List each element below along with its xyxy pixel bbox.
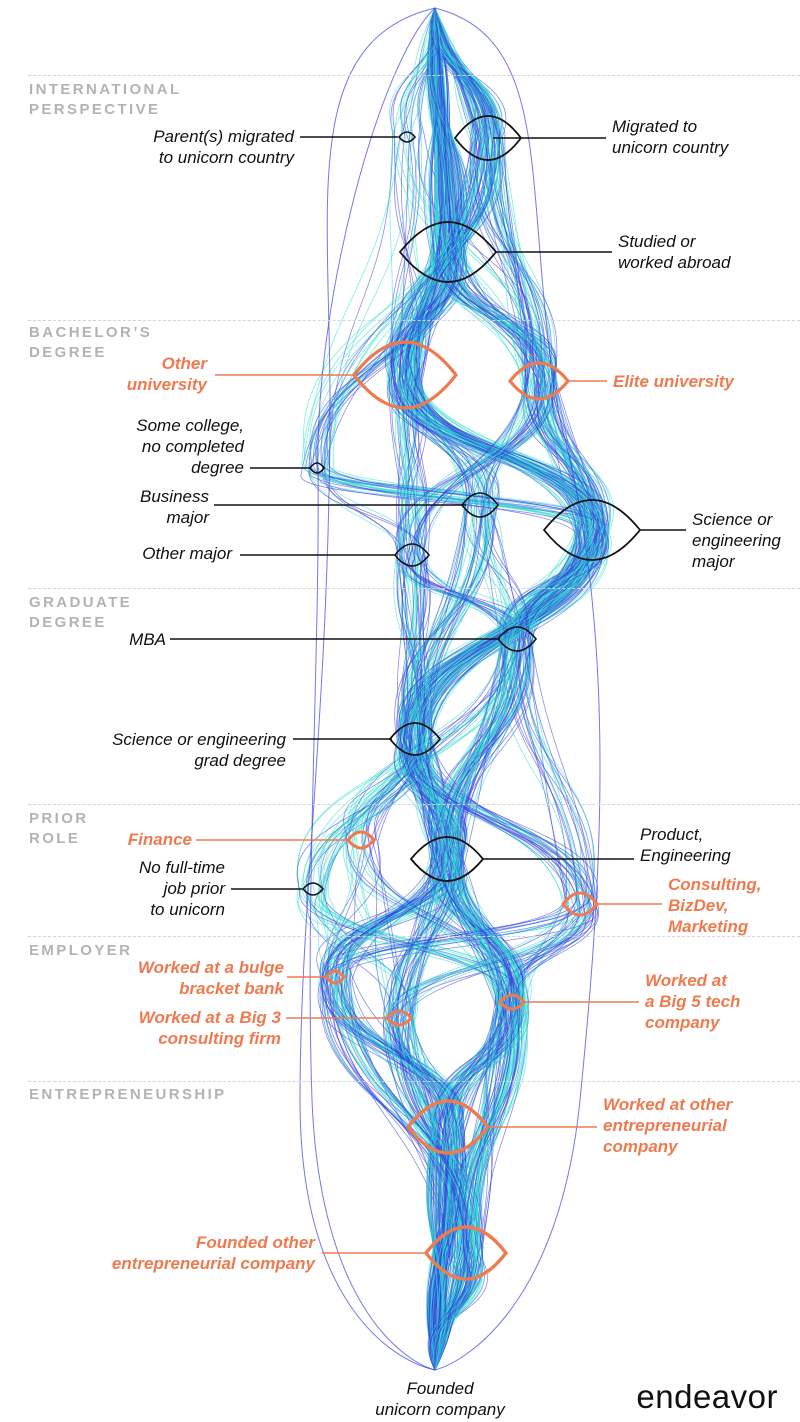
label-elite-university: Elite university [613, 372, 734, 391]
divider-entrepreneurship [28, 1081, 800, 1082]
path-strand [418, 7, 589, 1371]
path-strands [296, 7, 615, 1371]
label-big3-consulting: Worked at a Big 3 consulting firm [138, 1008, 281, 1048]
outer-strand [309, 7, 436, 1371]
node-founded-other [423, 1225, 509, 1281]
outer-strand [299, 7, 436, 1371]
node-finance [346, 830, 376, 850]
node-bulge-bracket [324, 969, 346, 985]
path-strand [388, 7, 586, 1371]
path-strand [344, 7, 513, 1371]
node-some-college [309, 462, 325, 474]
path-strand [302, 7, 588, 1371]
node-studied-abroad [398, 221, 498, 283]
node-big3-consulting [385, 1009, 413, 1027]
path-strand [301, 7, 594, 1371]
divider-bachelors [28, 320, 800, 321]
path-strand [315, 7, 581, 1371]
label-science-grad: Science or engineering grad degree [112, 730, 286, 770]
leader-lines [170, 136, 686, 1254]
label-parents-migrated: Parent(s) migrated to unicorn country [153, 127, 294, 167]
node-migrated [453, 115, 523, 161]
label-consulting-bizdev: Consulting, BizDev, Marketing [668, 875, 762, 936]
path-strand [348, 7, 608, 1371]
section-international-perspective: INTERNATIONAL PERSPECTIVE [29, 81, 182, 118]
outer-strand [434, 7, 601, 1371]
path-strand [399, 7, 544, 1371]
node-elite-university [507, 361, 571, 401]
path-strand [319, 7, 612, 1371]
label-science-major: Science or engineering major [692, 510, 781, 571]
path-strand [321, 7, 592, 1371]
label-big5-tech: Worked at a Big 5 tech company [645, 971, 741, 1032]
node-ellipses [301, 115, 642, 1281]
label-migrated: Migrated to unicorn country [612, 117, 729, 157]
path-strand [388, 7, 590, 1371]
divider-graduate [28, 588, 800, 589]
divider-employer [28, 936, 800, 937]
node-other-major [393, 543, 431, 567]
node-science-major [542, 499, 642, 561]
path-strand [425, 7, 526, 1371]
label-some-college: Some college, no completed degree [136, 416, 244, 477]
node-big5-tech [498, 993, 526, 1011]
node-consulting-bizdev [561, 891, 599, 917]
label-product-engineering: Product, Engineering [640, 825, 731, 865]
label-bulge-bracket: Worked at a bulge bracket bank [137, 958, 284, 998]
node-business-major [460, 492, 500, 518]
path-strand [400, 7, 529, 1371]
endeavor-logo: endeavor [636, 1378, 778, 1415]
path-strand [397, 7, 545, 1371]
label-mba: MBA [129, 630, 166, 649]
section-bachelors-degree: BACHELOR’S DEGREE [29, 324, 153, 361]
path-strand [425, 7, 553, 1371]
section-graduate-degree: GRADUATE DEGREE [29, 594, 133, 631]
label-business-major: Business major [140, 487, 209, 527]
section-entrepreneurship: ENTREPRENEURSHIP [29, 1086, 227, 1103]
section-employer: EMPLOYER [29, 942, 133, 959]
path-strand [389, 7, 608, 1371]
label-other-university: Other university [126, 354, 207, 394]
divider-international [28, 75, 800, 76]
path-strand [396, 7, 549, 1371]
label-founded-other: Founded other entrepreneurial company [111, 1233, 315, 1273]
path-strand [346, 7, 487, 1371]
path-strand [408, 7, 583, 1371]
node-mba [496, 626, 538, 652]
divider-prior-role [28, 804, 800, 805]
node-other-entrepreneurial [405, 1099, 491, 1155]
path-strand [429, 7, 609, 1371]
label-no-job: No full-time job prior to unicorn [139, 858, 225, 919]
label-finance: Finance [127, 830, 192, 849]
path-strand [309, 7, 602, 1371]
node-parents-migrated [397, 131, 417, 143]
path-strand [410, 7, 587, 1371]
node-product-engineering [409, 836, 485, 882]
node-other-university [351, 340, 459, 410]
path-strand [351, 7, 599, 1371]
path-strand [296, 7, 546, 1371]
path-strand [405, 7, 604, 1371]
label-other-entrepreneurial: Worked at other entrepreneurial company [603, 1095, 733, 1156]
path-strand [361, 7, 512, 1371]
label-founded-unicorn: Founded unicorn company [375, 1379, 505, 1419]
section-prior-role: PRIOR ROLE [29, 810, 89, 847]
label-other-major: Other major [142, 544, 232, 563]
node-science-grad [388, 722, 442, 756]
path-strand [434, 7, 559, 1371]
label-studied-abroad: Studied or worked abroad [618, 232, 731, 272]
node-no-job [301, 882, 325, 896]
path-strand [335, 7, 593, 1371]
